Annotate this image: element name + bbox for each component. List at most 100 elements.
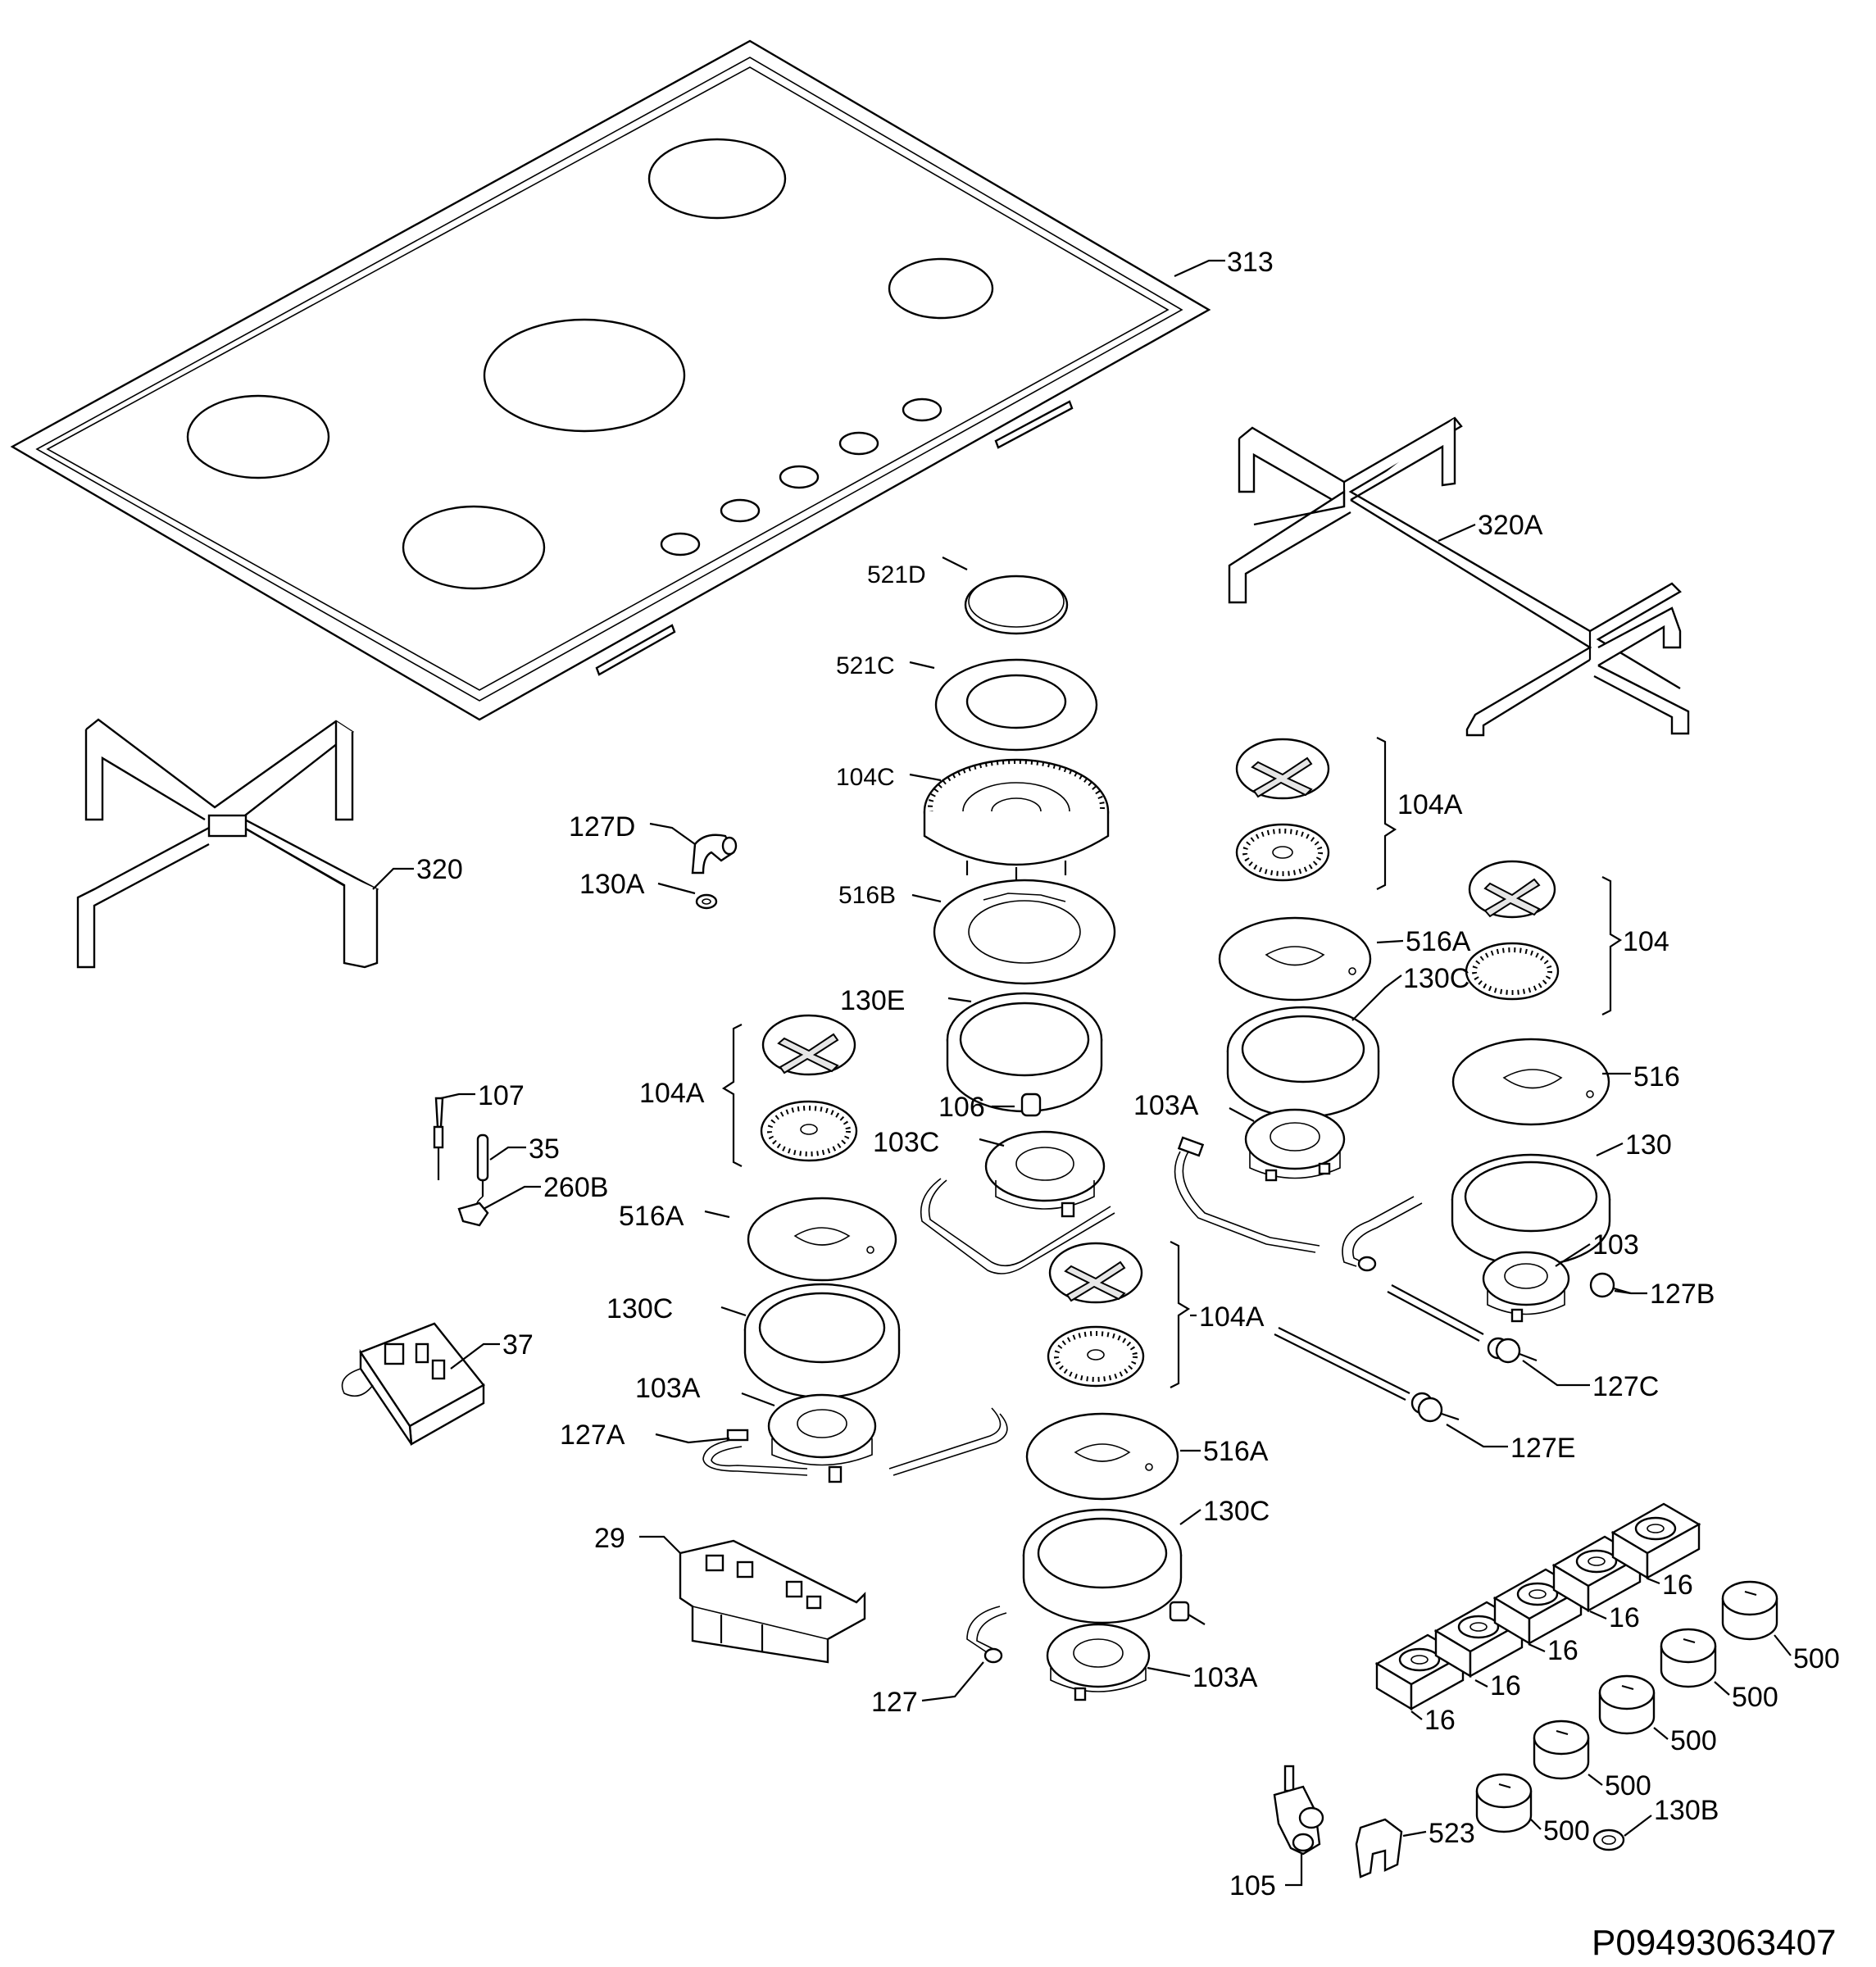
burner-hole xyxy=(483,318,686,433)
label-35: 35 xyxy=(529,1133,560,1165)
knob xyxy=(1721,1580,1778,1641)
label-127B: 127B xyxy=(1650,1279,1715,1310)
label-104A-mid: 104A xyxy=(1199,1301,1265,1333)
label-500-5: 500 xyxy=(1543,1815,1590,1847)
injector-106 xyxy=(1020,1093,1042,1117)
gas-tap-105 xyxy=(1273,1765,1324,1856)
label-500-1: 500 xyxy=(1793,1643,1840,1674)
label-127C: 127C xyxy=(1592,1371,1659,1402)
label-127: 127 xyxy=(871,1687,918,1718)
label-16-5: 16 xyxy=(1424,1705,1456,1736)
ignition-generator-29 xyxy=(679,1539,866,1664)
label-260B: 260B xyxy=(543,1172,608,1203)
label-103: 103 xyxy=(1592,1229,1639,1261)
valve-bodies-16 xyxy=(1374,1502,1701,1711)
burner-hole xyxy=(647,138,787,220)
label-16-1: 16 xyxy=(1662,1570,1693,1601)
control-knobs-500 xyxy=(1475,1580,1778,1833)
label-103C: 103C xyxy=(873,1127,939,1158)
label-107: 107 xyxy=(478,1080,525,1111)
diagram-code: P09493063407 xyxy=(1592,1923,1837,1963)
knob-hole xyxy=(660,532,701,556)
burner-gasket-516 xyxy=(1451,1038,1610,1126)
label-500-4: 500 xyxy=(1605,1770,1651,1801)
label-130C-right: 130C xyxy=(1403,963,1469,994)
burner-gasket-516B xyxy=(933,879,1116,985)
label-104A-left: 104A xyxy=(639,1078,705,1109)
thermocouple-107 xyxy=(433,1097,444,1180)
burner-gasket-516A-right xyxy=(1218,916,1372,1002)
burner-base-103C xyxy=(984,1130,1106,1218)
label-130C-low: 130C xyxy=(1203,1496,1270,1527)
label-516A-right: 516A xyxy=(1406,926,1471,957)
label-37: 37 xyxy=(502,1329,534,1361)
seal-130C-low xyxy=(1022,1508,1183,1624)
label-523: 523 xyxy=(1429,1818,1475,1849)
label-130B: 130B xyxy=(1654,1795,1719,1826)
label-516A-left: 516A xyxy=(619,1201,684,1232)
label-516: 516 xyxy=(1633,1061,1680,1093)
label-130: 130 xyxy=(1625,1129,1672,1161)
gas-pipes xyxy=(702,1136,1510,1664)
label-516B: 516B xyxy=(838,882,896,909)
burner-gasket-516A-left xyxy=(747,1197,897,1282)
seal-130 xyxy=(1451,1153,1611,1267)
label-16-4: 16 xyxy=(1490,1670,1521,1701)
pan-support-right xyxy=(1228,416,1690,737)
burner-cap-521D xyxy=(964,575,1069,635)
label-500-2: 500 xyxy=(1732,1682,1778,1713)
injector-127C xyxy=(1495,1338,1538,1364)
washer-130B xyxy=(1592,1828,1625,1851)
electrode-clip-260B xyxy=(457,1202,489,1227)
injector-127E xyxy=(1417,1397,1460,1423)
label-130A: 130A xyxy=(579,869,645,900)
label-127A: 127A xyxy=(560,1420,625,1451)
label-104C: 104C xyxy=(836,764,895,791)
seal-130C-right xyxy=(1226,1006,1380,1119)
burner-base-103 xyxy=(1482,1251,1570,1323)
label-521D: 521D xyxy=(867,561,926,588)
label-106: 106 xyxy=(938,1092,985,1123)
label-29: 29 xyxy=(594,1523,625,1554)
label-103A-low: 103A xyxy=(1192,1662,1258,1693)
label-16-2: 16 xyxy=(1609,1602,1640,1633)
burner-base-103A-left xyxy=(767,1393,877,1483)
part-labels: 313 320A 521D 521C 104C 127D 130A 320 51… xyxy=(416,247,1840,1963)
ignition-switch-37 xyxy=(341,1322,485,1446)
label-130E: 130E xyxy=(840,985,905,1016)
label-127E: 127E xyxy=(1510,1433,1575,1464)
burner-hole xyxy=(888,257,994,320)
knob-hole xyxy=(779,465,820,489)
clip-523 xyxy=(1355,1818,1403,1878)
burner-ring-521C xyxy=(934,658,1098,752)
burner-base-103A-right xyxy=(1244,1108,1346,1182)
label-313: 313 xyxy=(1227,247,1274,278)
burner-base-103A-low xyxy=(1046,1623,1151,1701)
elbow-fitting-127D xyxy=(691,834,738,874)
burner-cap-104A-left xyxy=(721,1014,858,1167)
label-516A-low: 516A xyxy=(1203,1436,1269,1467)
label-320: 320 xyxy=(416,854,463,885)
leader-lines xyxy=(372,259,1792,1887)
label-105: 105 xyxy=(1229,1870,1276,1901)
burner-cap-104A-top xyxy=(1235,737,1397,890)
label-521C: 521C xyxy=(836,652,895,679)
seal-130C-left xyxy=(743,1283,901,1399)
valve-body xyxy=(1610,1502,1701,1580)
label-500-3: 500 xyxy=(1670,1725,1717,1756)
label-103A-right: 103A xyxy=(1133,1090,1199,1121)
hob-top-plate xyxy=(10,39,1211,721)
burner-hole xyxy=(186,394,330,479)
burner-hole xyxy=(402,505,546,590)
knob xyxy=(1475,1773,1533,1833)
label-130C-left: 130C xyxy=(606,1293,673,1324)
knob xyxy=(1660,1628,1717,1688)
label-127D: 127D xyxy=(569,811,635,843)
knob xyxy=(1533,1719,1590,1780)
knob xyxy=(1598,1674,1656,1735)
burner-gasket-516A-low xyxy=(1025,1412,1179,1501)
label-320A: 320A xyxy=(1478,510,1543,541)
burner-cap-104A-mid xyxy=(1047,1241,1191,1388)
label-104A-top: 104A xyxy=(1397,789,1463,820)
